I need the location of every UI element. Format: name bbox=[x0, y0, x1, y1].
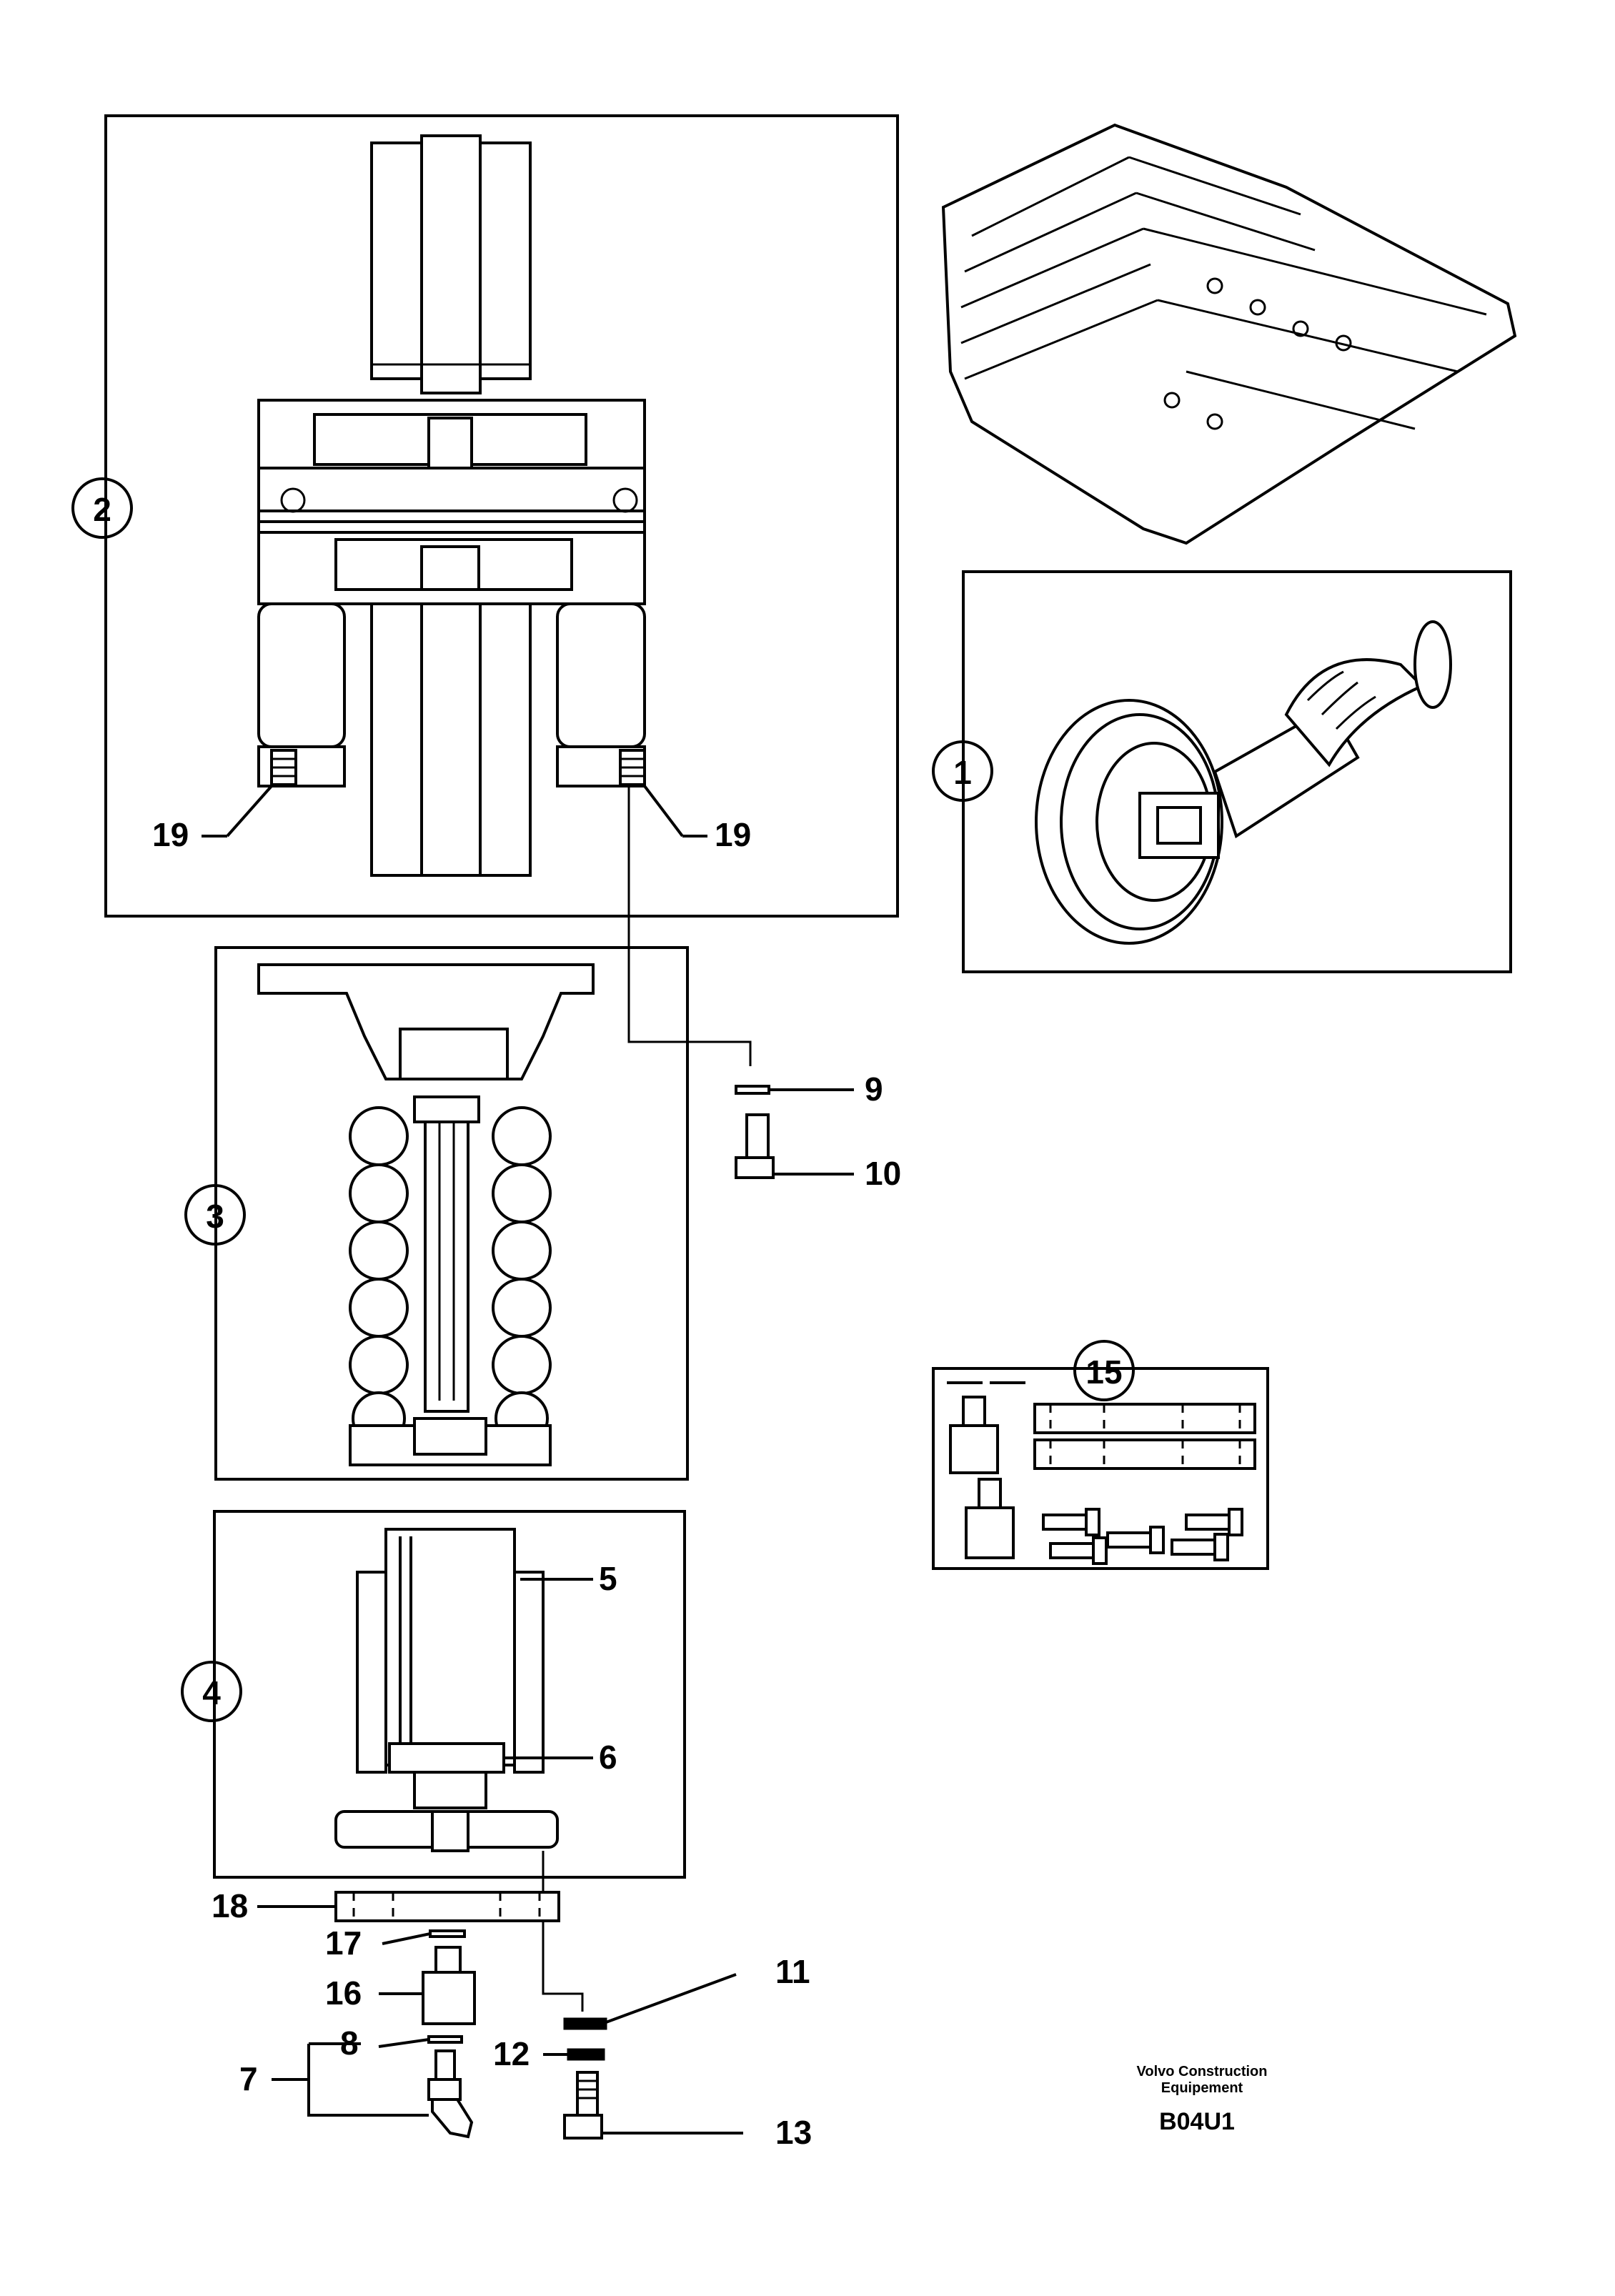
spring-section-view: 3 bbox=[184, 946, 689, 1481]
callout-12: 12 bbox=[493, 2035, 530, 2072]
view-15-number: 15 bbox=[1085, 1353, 1122, 1391]
kit-frame bbox=[932, 1367, 1269, 1570]
idler-section-view: 2 19 19 bbox=[71, 114, 899, 918]
callout-16: 16 bbox=[325, 1974, 362, 2012]
cylinder-section-frame bbox=[213, 1510, 686, 1879]
view-2-marker bbox=[71, 477, 133, 539]
spring-section-frame bbox=[214, 946, 689, 1481]
track-chain-illustration bbox=[941, 123, 1517, 545]
view-2-number: 2 bbox=[93, 491, 111, 528]
leader-cylinder-to-11 bbox=[542, 1851, 584, 2012]
view-3-marker bbox=[184, 1184, 246, 1246]
callout-19-right: 19 bbox=[715, 816, 751, 853]
callout-5: 5 bbox=[599, 1560, 617, 1597]
callout-7-bracket bbox=[307, 2044, 429, 2117]
view-1-marker bbox=[932, 740, 993, 802]
view-4-number: 4 bbox=[202, 1674, 221, 1711]
callout-19-left: 19 bbox=[152, 816, 189, 853]
view-1-number: 1 bbox=[953, 754, 972, 791]
callout-11: 11 bbox=[775, 1953, 810, 1990]
view-4-marker bbox=[181, 1661, 242, 1722]
idler-assembly-frame bbox=[962, 570, 1512, 973]
leader-19-to-9 bbox=[627, 786, 752, 1066]
callout-group-9-10: 9 10 bbox=[735, 1070, 901, 1192]
idler-assembly-view: 1 bbox=[932, 570, 1512, 973]
callout-13: 13 bbox=[775, 2114, 812, 2151]
manufacturer-line-2: Equipement bbox=[1161, 2080, 1243, 2096]
callout-10: 10 bbox=[865, 1155, 901, 1192]
manufacturer-line-1: Volvo Construction bbox=[1137, 2064, 1268, 2079]
cylinder-section-view: 5 6 4 bbox=[181, 1510, 686, 1879]
callout-9: 9 bbox=[865, 1070, 883, 1108]
view-3-number: 3 bbox=[206, 1198, 224, 1235]
kit-view: 15 bbox=[932, 1340, 1269, 1570]
callout-18: 18 bbox=[212, 1887, 248, 1924]
drawing-footer: Volvo Construction Equipement B04U1 bbox=[1137, 2064, 1268, 2135]
callout-7: 7 bbox=[239, 2060, 258, 2097]
view-15-marker bbox=[1073, 1340, 1135, 1401]
idler-section-frame bbox=[104, 114, 899, 918]
drawing-code: B04U1 bbox=[1159, 2108, 1235, 2135]
loose-parts: 18 17 16 8 7 11 12 bbox=[212, 1887, 812, 2151]
callout-6: 6 bbox=[599, 1739, 617, 1776]
callout-17: 17 bbox=[325, 1924, 362, 1962]
